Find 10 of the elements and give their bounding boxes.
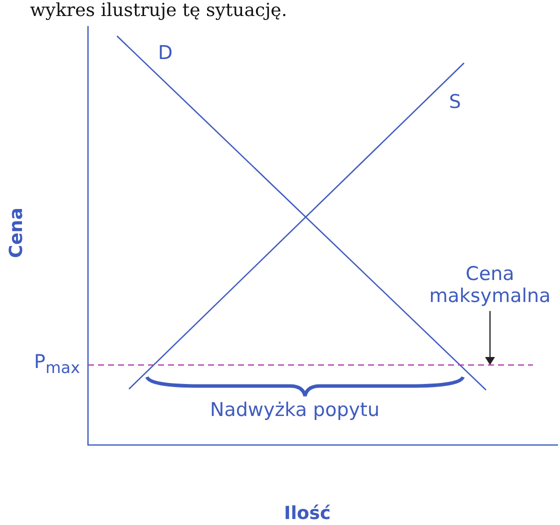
price-label: P$_{max}$ (34, 351, 80, 377)
curve-label: D (158, 42, 173, 64)
curve-label: S (449, 91, 462, 113)
axis-label: Ilość (284, 503, 331, 524)
brace-label: Nadwyżka popytu (210, 399, 380, 421)
caption-text: wykres ilustruje tę sytuację. (30, 0, 288, 22)
leader-arrow (485, 311, 495, 365)
annotation-text: Cena maksymalna (425, 263, 555, 307)
axis-label: Cena (6, 208, 27, 258)
price-ceiling-line (88, 364, 533, 366)
